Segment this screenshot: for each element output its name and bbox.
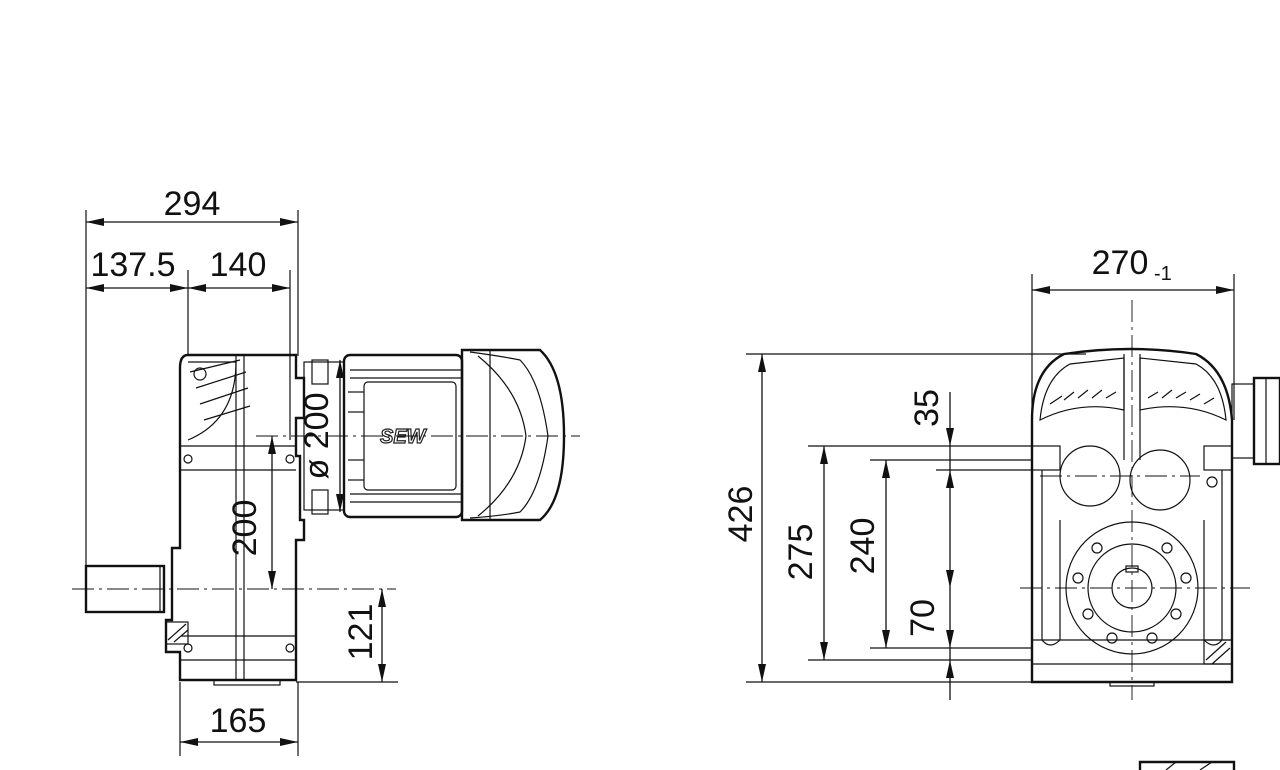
- dim-overall-width-front: 270 -1: [1031, 244, 1235, 420]
- label-top-offset: 35: [908, 389, 946, 427]
- label-overall-height: 426: [722, 486, 760, 543]
- label-mount-height-outer: 275: [782, 524, 820, 581]
- motor-stub: [1231, 376, 1280, 466]
- label-axis-height-side: 200: [226, 500, 264, 557]
- dim-shaft-height-from-base: 121: [296, 589, 398, 683]
- label-shaft-to-center: 137.5: [90, 246, 175, 284]
- label-mount-height-inner: 240: [844, 518, 882, 575]
- gear-circle-right: [1129, 449, 1191, 511]
- corner-block: [1138, 760, 1236, 770]
- dim-overall-width-side: 294: [85, 185, 299, 566]
- side-view: SEW 294 137.5: [72, 185, 580, 756]
- front-housing: [1030, 347, 1234, 687]
- dim-base-width: 165: [179, 682, 299, 756]
- label-base-width: 165: [210, 702, 267, 740]
- dim-overall-height: 426: [722, 354, 766, 682]
- dim-motor-diameter: ø 200: [298, 360, 344, 512]
- brand-logo: SEW: [380, 426, 428, 448]
- dim-shaft-offsets: 137.5 140: [86, 246, 291, 440]
- label-overall-width-front: 270: [1092, 244, 1149, 282]
- dim-mount-height-outer: 275: [782, 446, 828, 660]
- label-motor-diameter: ø 200: [298, 393, 336, 480]
- label-bottom-offset: 70: [904, 599, 942, 637]
- label-overall-width-side: 294: [164, 185, 221, 223]
- front-view: 270 -1 426 275 240: [722, 244, 1280, 770]
- dim-axis-height-side: 200: [226, 436, 276, 589]
- label-width-tolerance: -1: [1154, 263, 1172, 285]
- dim-mount-height-inner: 240: [844, 460, 890, 648]
- motor: SEW: [303, 348, 566, 522]
- label-shaft-height-from-base: 121: [342, 604, 380, 661]
- dim-offsets-front: 35 70: [904, 389, 954, 700]
- label-center-to-flange: 140: [210, 246, 267, 284]
- gear-housing: [164, 353, 306, 686]
